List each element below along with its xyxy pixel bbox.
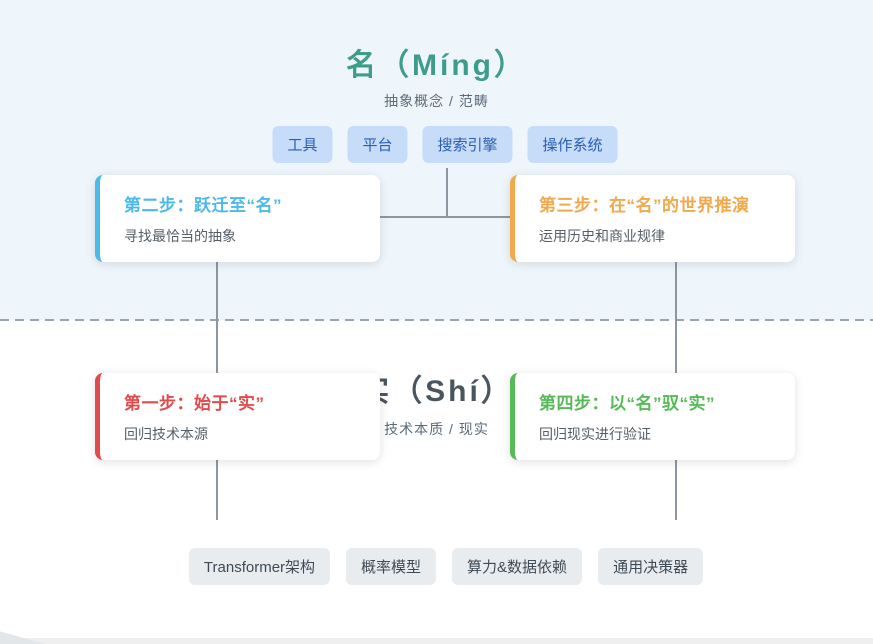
tag-search-engine: 搜索引擎 bbox=[422, 126, 513, 163]
connector-step3-step4 bbox=[675, 262, 677, 374]
card-step-4: 第四步：以“名”驭“实” 回归现实进行验证 bbox=[510, 373, 795, 460]
tag-tools: 工具 bbox=[272, 126, 333, 163]
card-step-3-title: 第三步：在“名”的世界推演 bbox=[539, 196, 750, 215]
tag-platform: 平台 bbox=[347, 126, 408, 163]
card-step-2-desc: 寻找最恰当的抽象 bbox=[124, 228, 236, 244]
connector-step1-down bbox=[216, 460, 218, 520]
card-step-1-desc: 回归技术本源 bbox=[124, 426, 208, 442]
card-step-4-desc: 回归现实进行验证 bbox=[539, 426, 651, 442]
connector-step4-down bbox=[675, 460, 677, 520]
card-step-1: 第一步：始于“实” 回归技术本源 bbox=[95, 373, 380, 460]
tag-transformer-architecture: Transformer架构 bbox=[188, 548, 331, 585]
card-step-2-title: 第二步：跃迁至“名” bbox=[124, 196, 282, 215]
shi-section-title: 实（Shí） bbox=[359, 375, 514, 408]
tag-operating-system: 操作系统 bbox=[527, 126, 618, 163]
shi-tag-row: Transformer架构 概率模型 算力&数据依赖 通用决策器 bbox=[188, 548, 704, 585]
page-bottom-edge bbox=[0, 638, 873, 644]
ming-tag-row: 工具 平台 搜索引擎 操作系统 bbox=[272, 126, 618, 163]
connector-step2-step3 bbox=[380, 216, 510, 218]
connector-tags-down bbox=[446, 168, 448, 217]
card-step-3: 第三步：在“名”的世界推演 运用历史和商业规律 bbox=[510, 175, 795, 262]
connector-step2-step1 bbox=[216, 262, 218, 374]
card-step-1-title: 第一步：始于“实” bbox=[124, 394, 265, 413]
ming-section-subtitle: 抽象概念 / 范畴 bbox=[384, 93, 489, 109]
card-step-2: 第二步：跃迁至“名” 寻找最恰当的抽象 bbox=[95, 175, 380, 262]
ming-shi-dashed-divider bbox=[0, 319, 873, 321]
shi-section-subtitle: 技术本质 / 现实 bbox=[384, 421, 489, 437]
tag-probability-model: 概率模型 bbox=[346, 548, 437, 585]
card-step-4-title: 第四步：以“名”驭“实” bbox=[539, 394, 715, 413]
tag-compute-data-dependency: 算力&数据依赖 bbox=[452, 548, 583, 585]
card-step-3-desc: 运用历史和商业规律 bbox=[539, 228, 665, 244]
ming-section-title: 名（Míng） bbox=[346, 49, 527, 82]
tag-general-decision-maker: 通用决策器 bbox=[598, 548, 704, 585]
